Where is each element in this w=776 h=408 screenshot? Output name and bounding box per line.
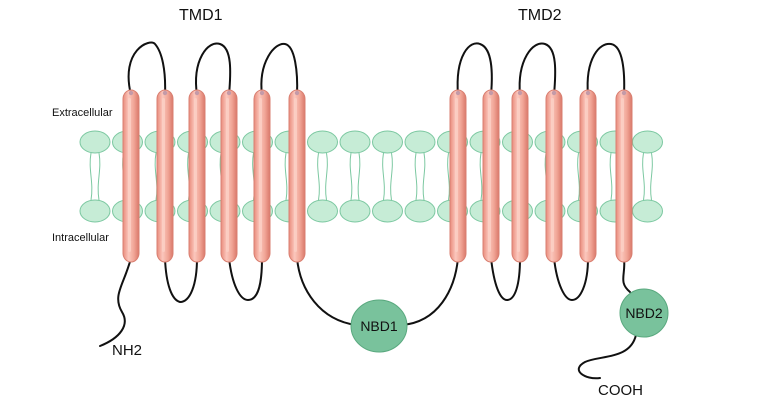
loop-segment [164, 257, 198, 304]
lipid-tail [89, 152, 93, 201]
helix-cap [128, 90, 134, 96]
transmembrane-helix-11 [579, 89, 597, 263]
transmembrane-helix-7 [449, 89, 467, 263]
helix-highlight [517, 98, 520, 252]
c-terminus-label: COOH [598, 382, 643, 399]
lipid-tail [642, 152, 645, 201]
lipid-head [79, 199, 111, 223]
intracellular-label: Intracellular [52, 232, 109, 244]
helix-highlight [128, 98, 131, 252]
lipid-head [339, 199, 371, 223]
helix-cap [259, 90, 265, 96]
transmembrane-helix-3 [188, 89, 206, 263]
lipid-tail [357, 152, 361, 201]
helix-highlight [194, 98, 197, 252]
loop-segment [260, 42, 299, 96]
transmembrane-helix-2 [156, 89, 174, 263]
loop-segment [195, 42, 232, 96]
loop-segment [518, 42, 557, 96]
loop-segment [553, 257, 589, 302]
lipid-tail [97, 152, 101, 201]
lipid-head [632, 199, 663, 223]
lipid-tail [390, 152, 393, 201]
helix-cap [517, 90, 523, 96]
loop-segment [456, 42, 493, 96]
lipid-tail [577, 152, 580, 201]
helix-highlight [294, 98, 297, 252]
lipid-head [79, 130, 111, 154]
helix-cap [226, 90, 232, 96]
transmembrane-helix-4 [220, 89, 238, 263]
lipid-tail [479, 152, 483, 201]
lipid-head [372, 130, 403, 154]
loop-segment [401, 257, 459, 326]
lipid-head [404, 130, 436, 154]
helix-cap [551, 90, 557, 96]
nbd2-domain [619, 288, 669, 338]
lipid-tail [284, 152, 288, 201]
loop-segment [490, 257, 521, 302]
transmembrane-helix-12 [615, 89, 633, 263]
helix-cap [455, 90, 461, 96]
tmd2-label: TMD2 [518, 7, 562, 24]
transmembrane-helix-9 [511, 89, 529, 263]
lipid-head [307, 130, 338, 154]
nbd1-label: NBD1 [360, 318, 398, 334]
helix-cap [162, 90, 168, 96]
transmembrane-helices [122, 89, 633, 263]
lipid-tail [317, 152, 320, 201]
transmembrane-helix-1 [122, 89, 140, 263]
helix-cap [585, 90, 591, 96]
transmembrane-helix-8 [482, 89, 500, 263]
lipid-head [339, 130, 371, 154]
loop-segment [99, 257, 132, 347]
helix-cap [194, 90, 200, 96]
lipid-tail [414, 152, 418, 201]
lipid-tail [325, 152, 328, 201]
transmembrane-helix-6 [288, 89, 306, 263]
helix-highlight [585, 98, 588, 252]
lipid-tail [609, 152, 613, 201]
helix-highlight [226, 98, 229, 252]
loop-segment [127, 41, 167, 96]
tmd1-label: TMD1 [179, 7, 223, 24]
loop-segment [296, 257, 357, 326]
lipid-tail [422, 152, 426, 201]
loop-segment [577, 334, 637, 380]
lipid-tail [447, 152, 450, 201]
polypeptide-loops [99, 41, 637, 380]
nucleotide-binding-domains [350, 288, 669, 353]
helix-highlight [259, 98, 262, 252]
lipid-head [632, 130, 663, 154]
lipid-tail [650, 152, 653, 201]
lipid-tail [349, 152, 353, 201]
transmembrane-helix-10 [545, 89, 563, 263]
helix-highlight [488, 98, 491, 252]
extracellular-label: Extracellular [52, 107, 113, 119]
loop-segment [228, 257, 263, 302]
transmembrane-helix-5 [253, 89, 271, 263]
helix-highlight [162, 98, 165, 252]
lipid-head [307, 199, 338, 223]
helix-cap [294, 90, 300, 96]
nbd2-label: NBD2 [625, 305, 663, 321]
lipid-head [372, 199, 403, 223]
helix-highlight [455, 98, 458, 252]
helix-highlight [621, 98, 624, 252]
loop-segment [586, 42, 626, 96]
helix-cap [621, 90, 627, 96]
nbd1-domain [350, 299, 408, 353]
loop-segment [622, 257, 631, 293]
lipid-tail [154, 152, 158, 201]
lipid-tail [382, 152, 385, 201]
helix-highlight [551, 98, 554, 252]
lipid-head [404, 199, 436, 223]
n-terminus-label: NH2 [112, 342, 143, 359]
helix-cap [488, 90, 494, 96]
